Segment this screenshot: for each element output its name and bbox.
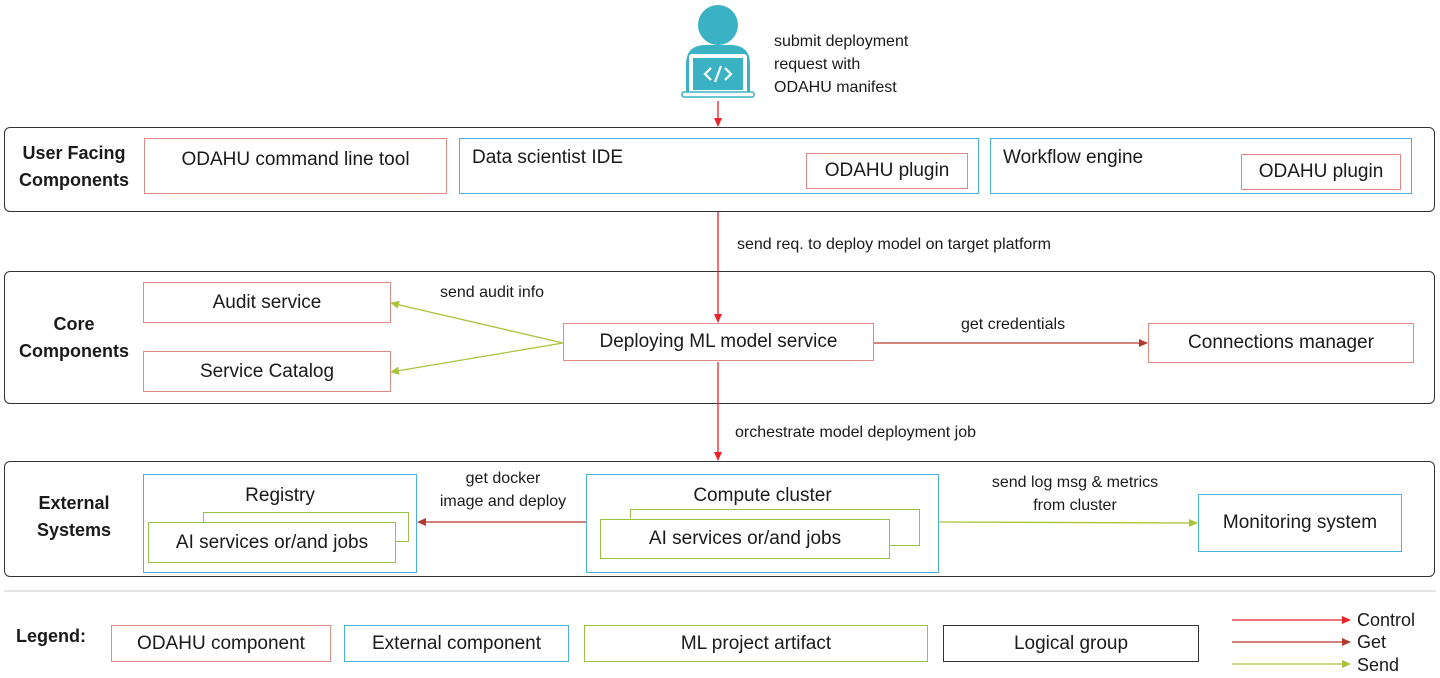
send-req-label: send req. to deploy model on target plat… xyxy=(737,236,1051,253)
developer-laptop-icon xyxy=(678,2,760,98)
docker-label: get docker image and deploy xyxy=(439,470,567,510)
connections-manager-box[interactable]: Connections manager xyxy=(1148,323,1414,363)
registry-label: Registry xyxy=(245,485,315,506)
audit-service-box[interactable]: Audit service xyxy=(143,282,391,323)
legend-title: Legend: xyxy=(16,626,86,646)
arrow-send-catalog xyxy=(390,342,564,375)
legend-control-label: Control xyxy=(1357,610,1416,630)
monitoring-label: Monitoring system xyxy=(1222,512,1378,533)
deploying-service-box[interactable]: Deploying ML model service xyxy=(563,323,874,361)
submit-note: submit deployment request with ODAHU man… xyxy=(774,33,909,96)
legend-send-label: Send xyxy=(1357,655,1400,675)
log-metrics-label: send log msg & metrics from cluster xyxy=(991,474,1159,514)
deploying-label: Deploying ML model service xyxy=(599,331,838,352)
legend-artifact-label: ML project artifact xyxy=(680,632,832,654)
catalog-label: Service Catalog xyxy=(199,360,335,382)
legend-logical-label: Logical group xyxy=(1013,632,1129,654)
legend-external-component: External component xyxy=(344,625,569,662)
legend-external-label: External component xyxy=(372,632,541,654)
monitoring-system-box[interactable]: Monitoring system xyxy=(1198,494,1402,552)
orchestrate-label: orchestrate model deployment job xyxy=(735,424,977,441)
registry-jobs-label: AI services or/and jobs xyxy=(175,531,369,553)
compute-jobs-label: AI services or/and jobs xyxy=(648,528,842,549)
ide-plugin-label: ODAHU plugin xyxy=(824,160,950,181)
workflow-odahu-plugin-box[interactable]: ODAHU plugin xyxy=(1241,154,1401,190)
arrow-send-audit xyxy=(390,300,564,344)
cli-tool-box[interactable]: ODAHU command line tool xyxy=(144,138,447,194)
legend-odahu-label: ODAHU component xyxy=(137,632,305,654)
audit-label: Audit service xyxy=(212,291,322,313)
legend-logical-group: Logical group xyxy=(943,625,1199,662)
legend-get-label: Get xyxy=(1357,632,1387,652)
compute-label: Compute cluster xyxy=(693,485,832,506)
legend-ml-artifact: ML project artifact xyxy=(584,625,928,662)
user-facing-label: User Facing Components xyxy=(19,143,129,190)
legend-divider xyxy=(4,590,1436,592)
ide-label: Data scientist IDE xyxy=(472,147,623,168)
legend-odahu-component: ODAHU component xyxy=(111,625,331,662)
ide-odahu-plugin-box[interactable]: ODAHU plugin xyxy=(806,153,968,189)
credentials-label: get credentials xyxy=(961,316,1066,333)
workflow-label: Workflow engine xyxy=(1003,147,1144,168)
connections-label: Connections manager xyxy=(1188,332,1374,353)
cli-tool-label: ODAHU command line tool xyxy=(181,149,410,170)
external-label: External Systems xyxy=(36,493,112,540)
registry-jobs-box[interactable]: AI services or/and jobs xyxy=(148,522,396,563)
core-label: Core Components xyxy=(19,314,129,361)
compute-jobs-box[interactable]: AI services or/and jobs xyxy=(600,519,890,559)
workflow-plugin-label: ODAHU plugin xyxy=(1258,161,1384,182)
service-catalog-box[interactable]: Service Catalog xyxy=(143,351,391,392)
arrow-send-log xyxy=(938,518,1198,527)
audit-info-label: send audit info xyxy=(440,284,545,301)
